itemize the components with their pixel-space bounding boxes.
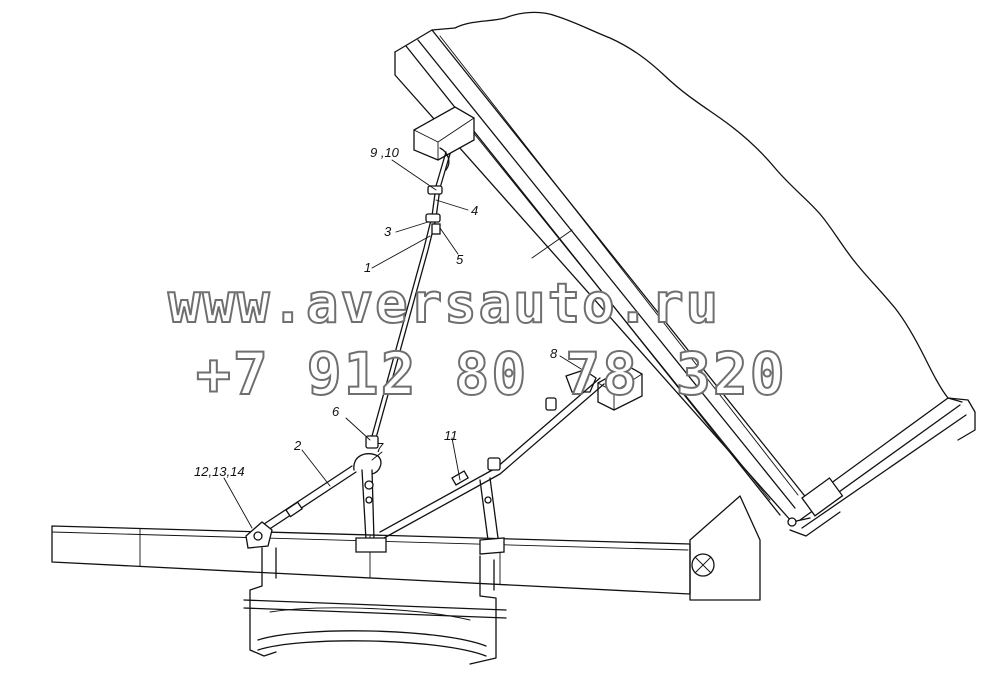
- callout-12-13-14: 12,13,14: [194, 464, 245, 479]
- leader-lines: [223, 159, 587, 529]
- callout-9-10: 9 ,10: [370, 145, 400, 160]
- watermark-phone: +7 912 80 78 320: [196, 340, 787, 408]
- callout-6: 6: [332, 404, 340, 419]
- watermark: www.aversauto.ru +7 912 80 78 320: [167, 271, 787, 409]
- linkage-rods: [245, 147, 605, 555]
- callout-1: 1: [364, 260, 371, 275]
- callout-7: 7: [376, 440, 384, 455]
- hinge-bracket: [689, 495, 761, 601]
- chassis-frame: [51, 525, 691, 665]
- watermark-site: www.aversauto.ru: [168, 272, 720, 335]
- callout-2: 2: [293, 438, 302, 453]
- callout-5: 5: [456, 252, 464, 267]
- callout-labels: 9 ,10 4 3 5 1 8 6 7 2 11 12,13,14: [194, 145, 558, 479]
- callout-8: 8: [550, 346, 558, 361]
- callout-11: 11: [444, 428, 458, 443]
- callout-3: 3: [384, 224, 392, 239]
- callout-4: 4: [471, 203, 478, 218]
- dump-body: [394, 11, 976, 537]
